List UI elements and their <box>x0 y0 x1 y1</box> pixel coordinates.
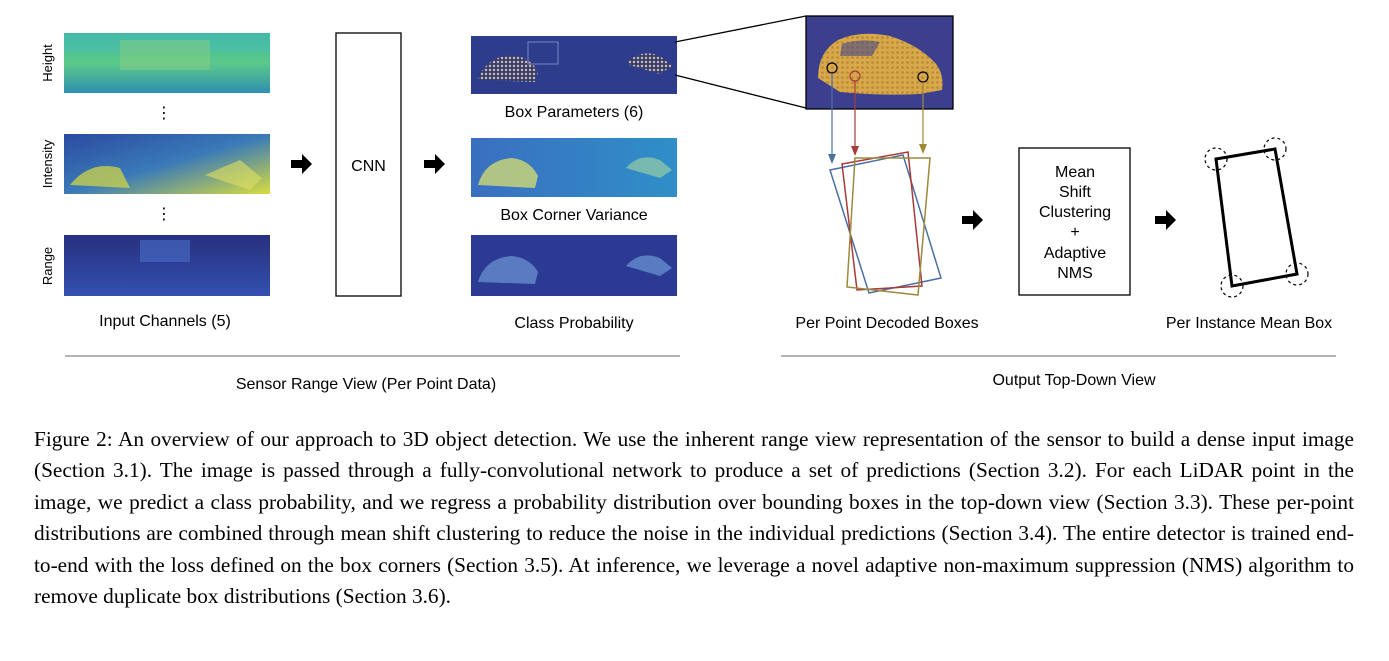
clustering-line: Adaptive <box>1044 245 1106 262</box>
zoom-line <box>674 74 807 109</box>
channel-label-range: Range <box>40 247 55 285</box>
input-channels-label: Input Channels (5) <box>99 313 231 330</box>
box-parameters-label: Box Parameters (6) <box>505 104 644 121</box>
decoded-box-red <box>841 151 923 291</box>
clustering-line: + <box>1070 224 1079 241</box>
channel-label-height: Height <box>40 44 55 82</box>
corner-marker <box>1263 137 1287 161</box>
channel-label-intensity: Intensity <box>40 139 55 188</box>
clustering-line: Shift <box>1059 184 1092 201</box>
clustering-box <box>1018 147 1131 296</box>
clustering-line: Mean <box>1055 164 1095 181</box>
class-probability-label: Class Probability <box>514 315 633 332</box>
clustering-line: Clustering <box>1039 204 1111 221</box>
mean-box <box>1214 147 1299 288</box>
arrow-icon <box>962 210 983 230</box>
clustering-line: NMS <box>1057 265 1093 282</box>
corner-marker <box>1204 147 1228 171</box>
decoded-box-olive <box>846 157 931 296</box>
figure-caption: Figure 2: An overview of our approach to… <box>34 427 1354 609</box>
mean-box-label: Per Instance Mean Box <box>1166 315 1332 332</box>
cnn-box <box>335 32 402 297</box>
decoded-boxes-label: Per Point Decoded Boxes <box>795 315 978 332</box>
corner-marker <box>1220 274 1244 298</box>
section-label-left: Sensor Range View (Per Point Data) <box>236 376 496 393</box>
zoom-line <box>674 15 807 43</box>
arrow-icon <box>1155 210 1176 230</box>
arrow-icon <box>424 154 445 174</box>
arrow-icon <box>291 154 312 174</box>
box-corner-variance-label: Box Corner Variance <box>500 207 647 224</box>
corner-marker <box>1285 262 1309 286</box>
decoded-box-blue <box>829 154 942 294</box>
figure-diagram: Height ⋮ Intensity ⋮ Range Input Channel… <box>40 15 1336 393</box>
channel-ellipsis-2: ⋮ <box>156 206 172 223</box>
section-label-right: Output Top-Down View <box>992 372 1156 389</box>
channel-ellipsis: ⋮ <box>156 105 172 122</box>
cnn-label: CNN <box>351 158 386 175</box>
